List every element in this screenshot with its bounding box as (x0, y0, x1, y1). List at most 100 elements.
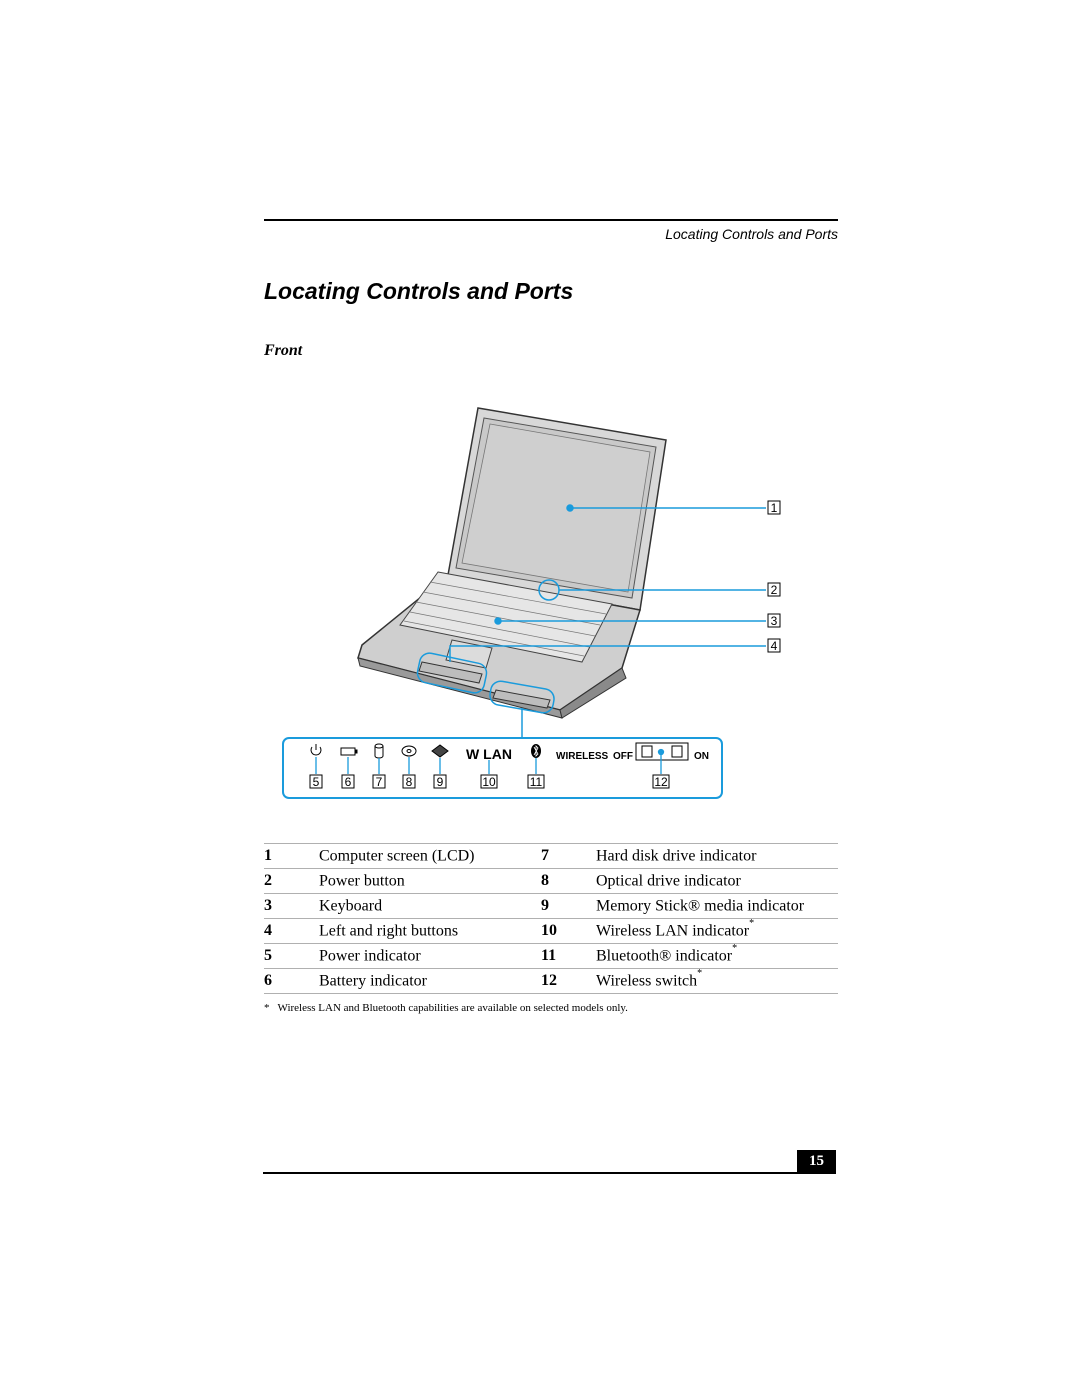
legend-label: Hard disk drive indicator (596, 847, 757, 865)
svg-text:3: 3 (771, 614, 778, 628)
legend-label: Keyboard (319, 897, 383, 915)
svg-text:5: 5 (313, 775, 320, 789)
optical-drive-indicator-icon (401, 745, 417, 757)
legend-number: 3 (264, 897, 272, 914)
svg-text:8: 8 (406, 775, 413, 789)
callout-5: 5 (309, 774, 323, 789)
callout-lines (282, 504, 766, 799)
indicator-leaders (315, 748, 665, 774)
legend-row: 4 Left and right buttons 10 Wireless LAN in… (264, 918, 838, 944)
wireless-switch-label: WIRELESS (556, 751, 609, 762)
legend-label-cell: Left and right buttons (319, 918, 541, 944)
legend-label-cell: Battery indicator (319, 968, 541, 994)
component-legend-table: 1 Computer screen (LCD) 7 Hard disk drive i… (264, 843, 838, 994)
wireless-off-label: OFF (613, 751, 633, 762)
legend-number-cell: 6 (264, 968, 319, 994)
legend-number: 2 (264, 872, 272, 889)
legend-label-cell: Wireless LAN indicator* (596, 918, 838, 944)
page-number: 15 (797, 1150, 836, 1172)
footnote-mark: * (264, 1002, 270, 1014)
legend-label-cell: Memory Stick® media indicator (596, 893, 838, 919)
battery-indicator-icon (340, 747, 358, 756)
legend-number: 1 (264, 847, 272, 864)
laptop-front-figure: 1 2 3 4 (270, 400, 800, 810)
legend-number-cell: 11 (541, 943, 596, 969)
footnote-reference: * (732, 943, 738, 955)
laptop-base (357, 571, 641, 719)
legend-number-cell: 2 (264, 868, 319, 894)
legend-number-cell: 5 (264, 943, 319, 969)
legend-label-cell: Power indicator (319, 943, 541, 969)
legend-label: Power button (319, 872, 405, 890)
legend-row: 2 Power button 8 Optical drive indicator (264, 868, 838, 894)
svg-text:12: 12 (654, 775, 668, 789)
wireless-on-label: ON (694, 751, 709, 762)
header-rule (264, 219, 838, 221)
footnote-reference: * (749, 918, 755, 930)
memory-stick-indicator-icon (431, 744, 449, 758)
subsection-title: Front (264, 342, 303, 359)
legend-number-cell: 12 (541, 968, 596, 994)
callout-8: 8 (402, 774, 416, 789)
footnote-text: Wireless LAN and Bluetooth capabilities … (277, 1002, 628, 1014)
legend-number: 12 (541, 972, 557, 989)
legend-number-cell: 7 (541, 843, 596, 869)
legend-label: Computer screen (LCD) (319, 847, 475, 865)
svg-text:2: 2 (771, 583, 778, 597)
legend-label: Wireless LAN indicator (596, 922, 750, 940)
legend-label-cell: Power button (319, 868, 541, 894)
legend-number-cell: 8 (541, 868, 596, 894)
footnote: * Wireless LAN and Bluetooth capabilities… (264, 1002, 628, 1014)
callout-11: 11 (527, 774, 545, 789)
callout-7: 7 (372, 774, 386, 789)
legend-number-cell: 10 (541, 918, 596, 944)
svg-text:6: 6 (345, 775, 352, 789)
footer-rule (263, 1172, 836, 1174)
legend-label-cell: Computer screen (LCD) (319, 843, 541, 869)
legend-label: Wireless switch (596, 972, 698, 990)
callout-10: 10 (480, 774, 498, 789)
callout-6: 6 (341, 774, 355, 789)
callout-4: 4 (767, 638, 781, 653)
legend-label-cell: Wireless switch* (596, 968, 838, 994)
power-indicator-icon (310, 744, 322, 756)
legend-row: 5 Power indicator 11 Bluetooth® indicator* (264, 943, 838, 969)
legend-number-cell: 9 (541, 893, 596, 919)
section-title: Locating Controls and Ports (264, 278, 574, 304)
legend-row: 1 Computer screen (LCD) 7 Hard disk drive i… (264, 843, 838, 869)
legend-label-cell: Keyboard (319, 893, 541, 919)
legend-number: 5 (264, 947, 272, 964)
legend-label: Left and right buttons (319, 922, 459, 940)
legend-number: 11 (541, 947, 557, 964)
laptop-lid (447, 407, 667, 611)
running-header: Locating Controls and Ports (665, 226, 838, 242)
legend-number: 7 (541, 847, 549, 864)
legend-number: 4 (264, 922, 272, 939)
callout-2: 2 (767, 582, 781, 597)
footnote-reference: * (697, 968, 703, 980)
wlan-indicator-label: W LAN (466, 746, 512, 762)
laptop-illustration: 1 2 3 4 (282, 407, 781, 799)
legend-label-cell: Hard disk drive indicator (596, 843, 838, 869)
legend-number: 8 (541, 872, 549, 889)
svg-text:10: 10 (482, 775, 496, 789)
legend-number-cell: 3 (264, 893, 319, 919)
legend-label-cell: Optical drive indicator (596, 868, 838, 894)
svg-text:11: 11 (530, 775, 543, 789)
svg-text:9: 9 (437, 775, 444, 789)
svg-text:7: 7 (376, 775, 383, 789)
hard-disk-indicator-icon (374, 743, 384, 759)
legend-number: 6 (264, 972, 272, 989)
callout-1: 1 (767, 500, 781, 515)
legend-number: 10 (541, 922, 557, 939)
legend-label: Bluetooth® indicator (596, 947, 733, 965)
callout-3: 3 (767, 613, 781, 628)
svg-text:1: 1 (771, 501, 778, 515)
legend-label-cell: Bluetooth® indicator* (596, 943, 838, 969)
bluetooth-indicator-icon (531, 744, 541, 758)
legend-label: Memory Stick® media indicator (596, 897, 805, 915)
legend-label: Power indicator (319, 947, 421, 965)
